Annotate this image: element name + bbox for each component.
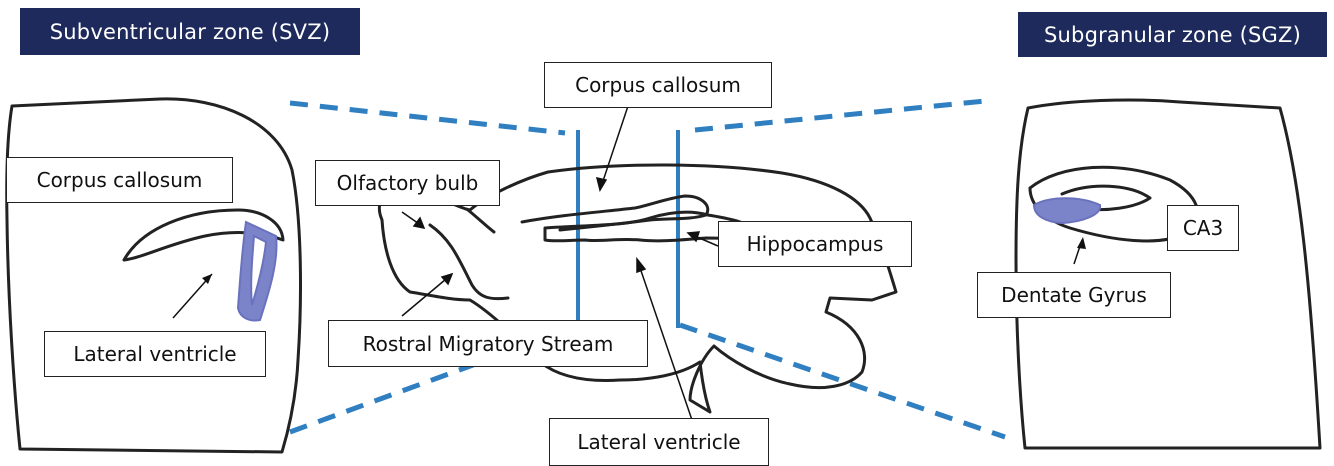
svz-section-outline [7, 99, 301, 452]
corpus-callosum-pointer [600, 106, 628, 190]
lateral-ventricle-arrowhead [637, 259, 645, 272]
sagittal-olfactory-notch [468, 210, 494, 232]
dentate-gyrus-arrowhead [1077, 237, 1086, 249]
svz-coronal-section [7, 99, 301, 452]
rostral-migratory-stream-label: Rostral Migratory Stream [328, 320, 648, 367]
sgz-dentate-gyrus-region [1034, 198, 1100, 223]
corpus-callosum-top-label: Corpus callosum [544, 62, 772, 108]
hippocampus-label: Hippocampus [718, 221, 912, 267]
svz-header: Subventricular zone (SVZ) [20, 8, 360, 55]
projection-guides [290, 101, 1005, 437]
sgz-header: Subgranular zone (SGZ) [1018, 12, 1327, 57]
ca3-label: CA3 [1167, 205, 1239, 251]
coronal-section-lines [578, 130, 678, 342]
guide-svz-top [290, 103, 565, 133]
corpus-callosum-arrowhead [597, 178, 606, 190]
dentate-gyrus-label: Dentate Gyrus [977, 272, 1171, 318]
lateral-ventricle-bottom-label: Lateral ventricle [549, 418, 769, 466]
lateral-ventricle-left-label: Lateral ventricle [44, 331, 266, 377]
sagittal-rms-path [430, 225, 508, 299]
svz-neurogenic-region [238, 222, 277, 321]
olfactory-bulb-label: Olfactory bulb [315, 160, 500, 206]
olfactory-bulb-arrowhead [414, 218, 424, 228]
rms-arrowhead [442, 274, 452, 284]
corpus-callosum-left-label: Corpus callosum [6, 157, 233, 203]
